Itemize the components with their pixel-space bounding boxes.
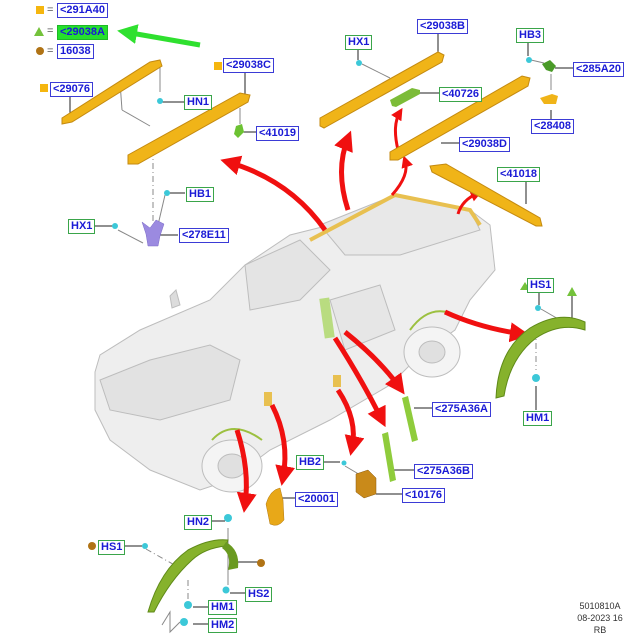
trim-41018 [429,163,543,227]
clip-hx1-top [356,60,362,66]
legend-equals: = [47,25,54,37]
marker-dot-left-end [257,559,265,567]
fender-flare-left-end [222,542,239,570]
label-278E11[interactable]: <278E11 [179,228,229,243]
legend-square-icon [36,6,44,14]
arrow-to-29038C [220,155,328,232]
bracket-40726 [390,88,420,107]
bracket-28408 [540,94,558,104]
label-hb2[interactable]: HB2 [296,455,325,470]
arrow-to-29038D [390,155,413,197]
marker-tri-right [567,287,577,296]
label-10176[interactable]: <10176 [402,488,446,503]
bracket-20001 [265,487,285,526]
legend-equals: = [47,45,54,57]
label-hm1-right[interactable]: HM1 [523,411,553,426]
clip-hs2 [222,586,230,594]
label-29038C[interactable]: <29038C [223,58,274,73]
arrow-to-275A36B [332,336,386,428]
clip-hx1-left [112,223,118,229]
label-29076[interactable]: <29076 [50,82,94,97]
label-41019[interactable]: <41019 [256,126,300,141]
diagram-footer: 5010810A 08-2023 16 RB [570,600,630,636]
label-29038B[interactable]: <29038B [417,19,468,34]
label-hb1[interactable]: HB1 [186,187,215,202]
clip-hs1-right [535,305,541,311]
arrow-to-275A36A [343,330,405,395]
label-41018[interactable]: <41018 [497,167,541,182]
label-40726[interactable]: <40726 [439,87,483,102]
label-hm1-left[interactable]: HM1 [208,600,238,615]
footer-diagram-id: 5010810A [579,601,621,611]
clip-hn1 [157,98,163,104]
clip-hm2 [180,618,188,626]
clip-41019 [234,124,244,138]
clip-hb3 [526,57,532,63]
label-hn1[interactable]: HN1 [184,95,213,110]
label-275A36A[interactable]: <275A36A [432,402,491,417]
red-arrows [220,107,530,513]
clip-hm1-left [184,601,192,609]
label-hm2[interactable]: HM2 [208,618,238,633]
arrow-to-10176 [335,388,365,456]
trim-29038D [389,75,531,161]
fender-flare-right [495,316,586,399]
clip-hs1-left [142,543,148,549]
legend-triangle-icon [34,27,44,36]
label-hb3[interactable]: HB3 [516,28,545,43]
label-29038D[interactable]: <29038D [459,137,510,152]
highlight-pointer-arrow [117,24,201,48]
trim-29038B [319,51,445,129]
clip-hb2 [341,460,347,466]
bracket-285A20 [542,60,556,72]
arrow-to-fender-left [234,429,257,513]
label-hn2[interactable]: HN2 [184,515,213,530]
label-28408[interactable]: <28408 [531,119,575,134]
trim-29076 [61,59,163,125]
legend-circle-icon [36,47,44,55]
arrow-to-fender-right [443,309,530,343]
legend-equals: = [47,4,54,16]
marker-square-29038C [214,62,222,70]
label-hs2[interactable]: HS2 [245,587,273,602]
clip-hm1-right [532,374,540,382]
arrow-to-29038B [334,130,353,211]
label-hx1-top[interactable]: HX1 [345,35,373,50]
trim-29038C [127,92,251,165]
legend-code-291A40[interactable]: <291A40 [57,3,108,18]
footer-author: RB [593,625,607,635]
legend-code-29038A-highlighted[interactable]: <29038A [57,25,108,40]
label-285A20[interactable]: <285A20 [573,62,624,77]
label-hx1-left[interactable]: HX1 [68,219,96,234]
clip-hb1 [164,190,170,196]
marker-dot-hs1-left [88,542,96,550]
block-10176 [355,469,377,499]
label-hs1-left[interactable]: HS1 [98,540,126,555]
parts-illustrations [61,51,586,626]
legend-code-16038[interactable]: 16038 [57,44,94,59]
label-275A36B[interactable]: <275A36B [414,464,473,479]
arrow-to-40726 [391,107,403,151]
marker-square-29076 [40,84,48,92]
label-20001[interactable]: <20001 [295,492,339,507]
label-hs1-right[interactable]: HS1 [527,278,555,293]
moulding-275A36A [402,396,418,442]
bracket-278E11 [141,219,165,247]
footer-date: 08-2023 16 [577,613,623,623]
arrow-to-20001 [269,403,296,486]
moulding-275A36B [382,432,396,482]
clip-hn2 [224,514,232,522]
